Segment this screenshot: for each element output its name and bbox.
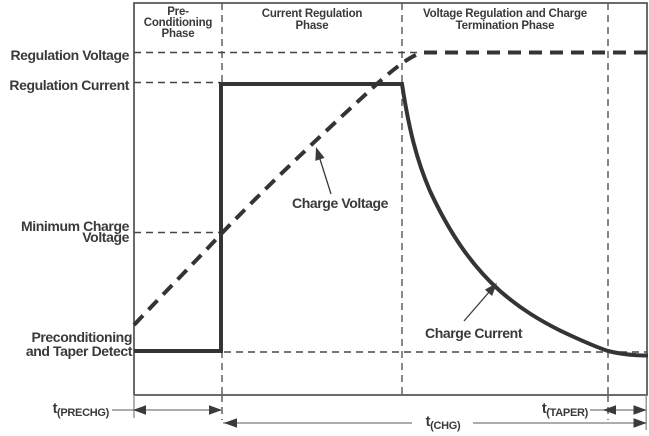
charge-current-label: Charge Current — [425, 325, 523, 341]
phase-label-voltage-regulation: Voltage Regulation and Charge Terminatio… — [423, 8, 587, 32]
charge-voltage-curve — [132, 50, 423, 327]
t-prechg-label: t(PRECHG) — [52, 401, 110, 419]
regulation-voltage-label: Regulation Voltage — [10, 47, 129, 63]
chg-span-arrow — [223, 418, 647, 428]
charge-voltage-label: Charge Voltage — [292, 195, 389, 211]
charge-voltage-callout-arrow — [315, 147, 332, 195]
phase-label-preconditioning: Pre- Conditioning Phase — [143, 6, 213, 40]
charge-current-callout-arrow — [463, 283, 497, 322]
precondition-taper-label-line2: and Taper Detect — [25, 343, 133, 359]
taper-span-arrow — [590, 405, 647, 415]
t-chg-label: t(CHG) — [425, 414, 461, 432]
phase-label-current-regulation: Current Regulation Phase — [261, 8, 363, 32]
minimum-charge-voltage-label-line1: Minimum Charge — [21, 218, 129, 234]
minimum-charge-voltage-label-line2: Voltage — [82, 229, 129, 245]
charge-current-curve — [134, 82, 649, 358]
plot-frame — [133, 2, 648, 396]
t-taper-label: t(TAPER) — [541, 401, 588, 419]
precondition-taper-label-line1: Preconditioning — [31, 329, 132, 345]
regulation-current-label: Regulation Current — [9, 77, 129, 93]
prechg-span-arrow — [112, 405, 222, 415]
